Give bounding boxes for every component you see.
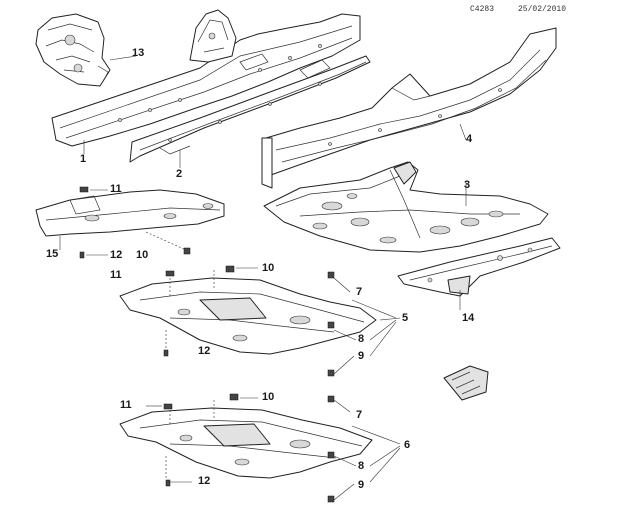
callout-10a: 10 (136, 249, 149, 261)
callout-10b: 10 (262, 262, 275, 274)
fasteners (79, 186, 335, 503)
part-2-sill-strip (129, 55, 371, 163)
callout-12b: 12 (198, 345, 211, 357)
part-15-front-panel (35, 189, 225, 237)
callout-8a: 8 (358, 333, 365, 345)
callout-11c: 11 (120, 399, 132, 411)
undershield-upper (119, 277, 377, 355)
callout-1: 1 (80, 153, 87, 165)
callout-3: 3 (464, 179, 471, 191)
callout-6: 6 (404, 439, 411, 451)
part-4-sill (261, 27, 557, 189)
callout-12c: 12 (198, 475, 211, 487)
part-13-bracket (35, 13, 111, 87)
callout-5: 5 (402, 312, 409, 324)
callout-8b: 8 (358, 460, 365, 472)
callout-4: 4 (466, 133, 473, 145)
callout-9b: 9 (358, 479, 365, 491)
small-block-part (443, 365, 489, 401)
callout-11b: 11 (110, 269, 122, 281)
part-14-cross-member (397, 237, 561, 297)
callout-10c: 10 (262, 391, 275, 403)
callout-15: 15 (46, 248, 59, 260)
callout-9a: 9 (358, 350, 365, 362)
callout-13: 13 (132, 47, 145, 59)
callout-7b: 7 (356, 409, 363, 421)
diagram-date: 25/02/2010 (518, 5, 567, 14)
part-3-floor-pan (263, 161, 549, 253)
part-1-sill (51, 9, 361, 147)
callout-2: 2 (176, 168, 183, 180)
diagram-code: C4283 (470, 5, 495, 14)
callout-7a: 7 (356, 286, 363, 298)
callout-12a: 12 (110, 249, 123, 261)
callout-14: 14 (462, 312, 475, 324)
undershield-lower (119, 407, 373, 479)
leader-lines (59, 55, 467, 501)
callout-11a: 11 (110, 183, 122, 195)
